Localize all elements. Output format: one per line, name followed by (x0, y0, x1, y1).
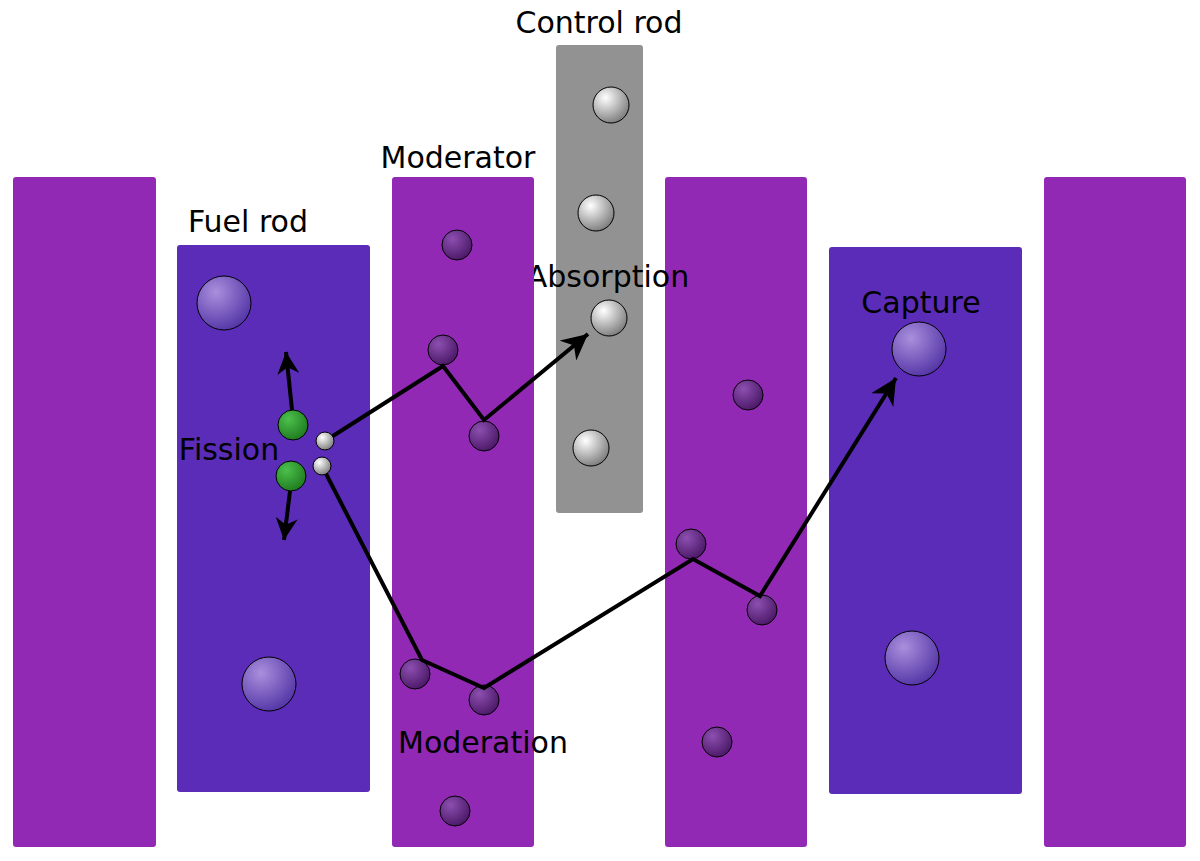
rod-heading: Control rod (515, 5, 682, 41)
fuel-rod: Capture (829, 247, 1022, 794)
event-label: Absorption (527, 259, 689, 295)
column-heading: Moderator (381, 140, 536, 176)
moderator-atom (702, 727, 732, 757)
event-label: Capture (861, 285, 980, 321)
moderator-atom (733, 380, 763, 410)
moderator-column: ModeratorModeration (392, 177, 534, 847)
rod-heading: Fuel rod (188, 204, 308, 240)
event-label: Fission (179, 432, 279, 468)
fuel-rod: Fuel rodFission (177, 245, 370, 792)
control-rod: Control rodAbsorption (556, 45, 643, 513)
moderator-atom (747, 595, 777, 625)
moderator-column (1044, 177, 1186, 847)
moderator-column (13, 177, 156, 847)
moderator-atom (676, 529, 706, 559)
event-label: Moderation (398, 725, 568, 761)
